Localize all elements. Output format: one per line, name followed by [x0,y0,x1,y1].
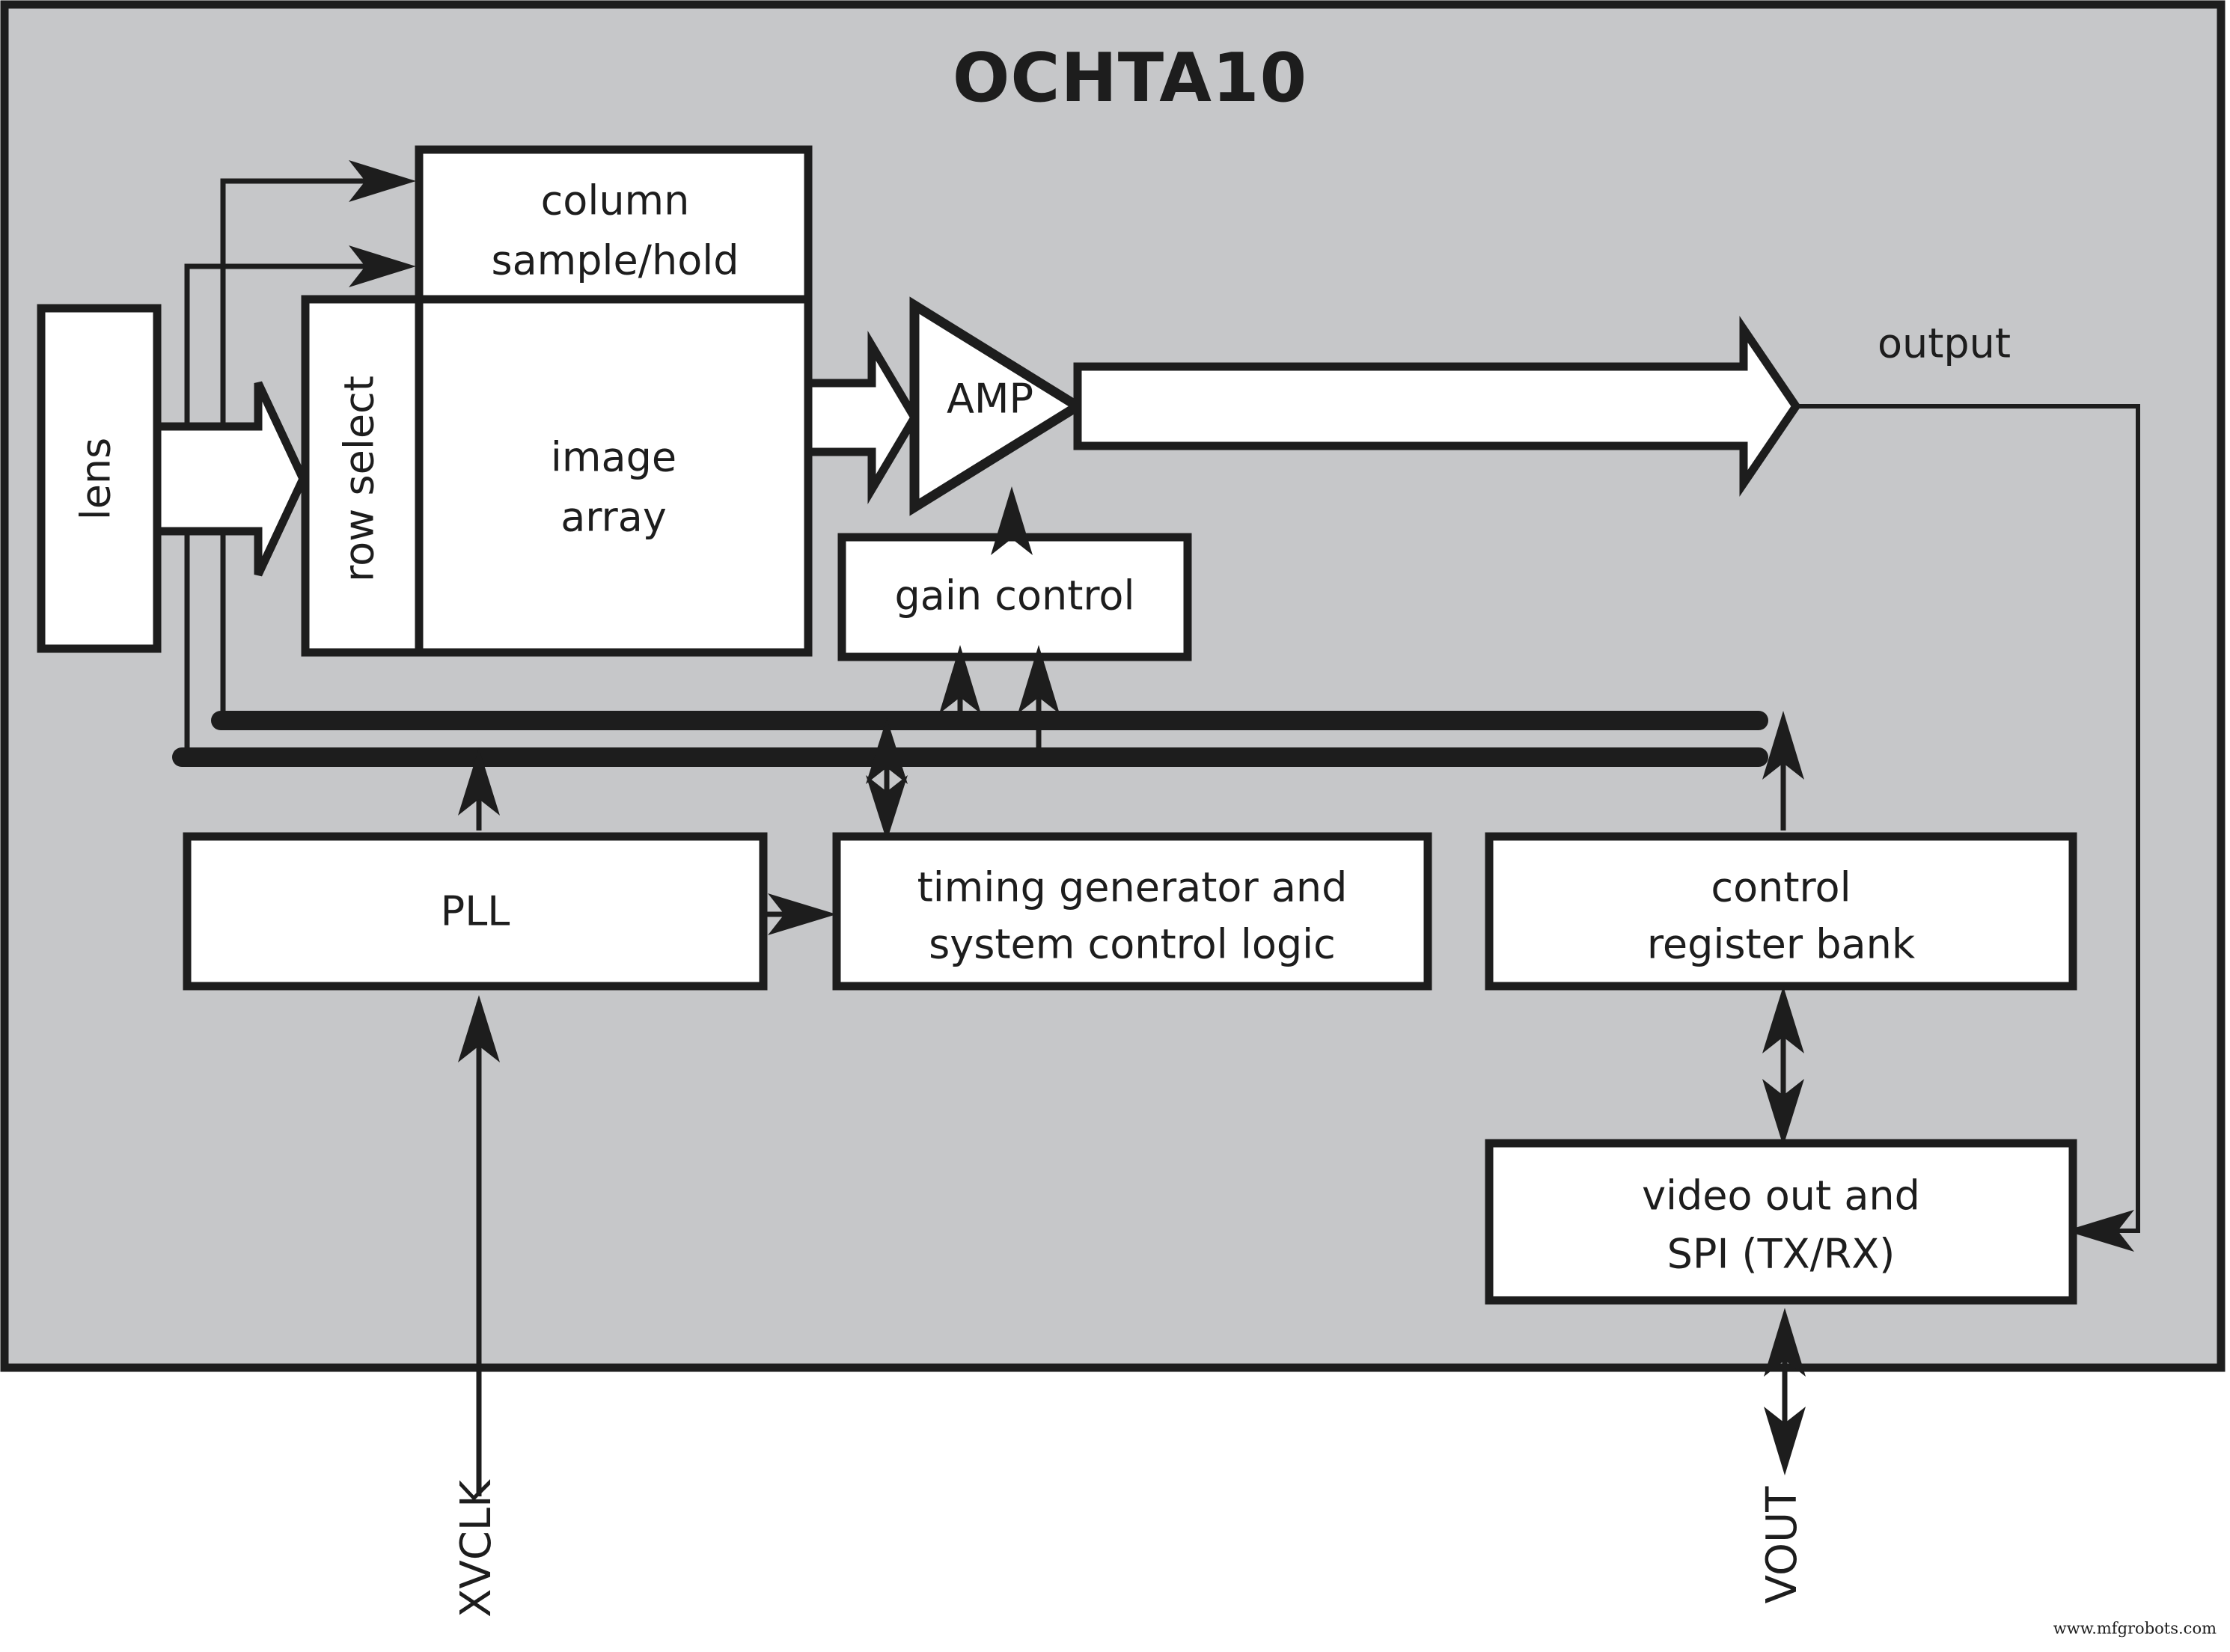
bus-timing-arrowhead-up [866,718,908,784]
output-label: output [1878,320,2011,367]
block-pll[interactable] [183,832,768,991]
block-row-select-label: row select [336,376,383,582]
bus-to-column-sample-hold-wire-1 [220,178,389,721]
block-timing-generator-label-line2: system control logic [929,921,1336,968]
control-register-to-bus-arrowhead [1762,711,1804,780]
bus-to-gain-control-arrowhead-2 [1018,645,1060,714]
video-out-input-arrowhead [2065,1210,2134,1252]
block-lens[interactable] [37,304,162,653]
block-timing-generator[interactable] [832,832,1432,991]
block-image-array-label-line1: image [551,434,676,481]
block-column-sample-hold-label-line2: sample/hold [491,237,739,284]
bus-to-gain-control-arrowhead-1 [939,645,981,714]
control-register-video-arrowhead-up [1762,986,1804,1053]
block-image-array[interactable] [301,295,813,657]
output-arrow [1073,316,1801,497]
bus-to-column-sample-hold-wire-2 [184,263,389,757]
pll-to-timing-arrowhead [768,893,837,935]
block-video-out-spi[interactable] [1485,1139,2077,1305]
xvclk-arrowhead [458,995,500,1062]
block-image-array-label-line2: array [560,494,667,541]
block-video-out-label-line2: SPI (TX/RX) [1667,1231,1896,1278]
image-array-to-amp-arrow [804,330,920,505]
column-sample-hold-arrowhead-2 [349,245,416,287]
block-pll-label: PLL [441,888,510,935]
bus-timing-arrowhead-down [866,775,908,841]
block-video-out-label-line1: video out and [1642,1172,1920,1220]
block-amp[interactable] [909,296,1087,516]
block-lens-label: lens [73,438,120,521]
control-register-video-arrowhead-down [1762,1079,1804,1146]
gain-control-to-amp-arrowhead [991,486,1033,555]
block-column-sample-hold-label-line1: column [541,177,690,224]
block-gain-control[interactable] [837,533,1192,661]
page-title: OCHTA10 [953,39,1307,117]
block-gain-control-label: gain control [895,572,1135,620]
vout-arrowhead-up [1764,1308,1806,1377]
pin-label-xvclk: XVCLK [452,1479,501,1618]
watermark: www.mfgrobots.com [2053,1620,2217,1638]
block-control-register-label-line2: register bank [1647,921,1916,968]
column-sample-hold-arrowhead-1 [349,160,416,202]
pll-to-bus-arrowhead [458,748,500,816]
block-control-register-label-line1: control [1711,864,1851,911]
block-control-register-bank[interactable] [1485,832,2077,991]
vout-arrowhead-down [1764,1407,1806,1475]
block-amp-label: AMP [947,376,1033,423]
block-timing-generator-label-line1: timing generator and [917,864,1348,911]
light-path-arrow [153,381,308,577]
pin-label-vout: VOUT [1758,1486,1806,1603]
